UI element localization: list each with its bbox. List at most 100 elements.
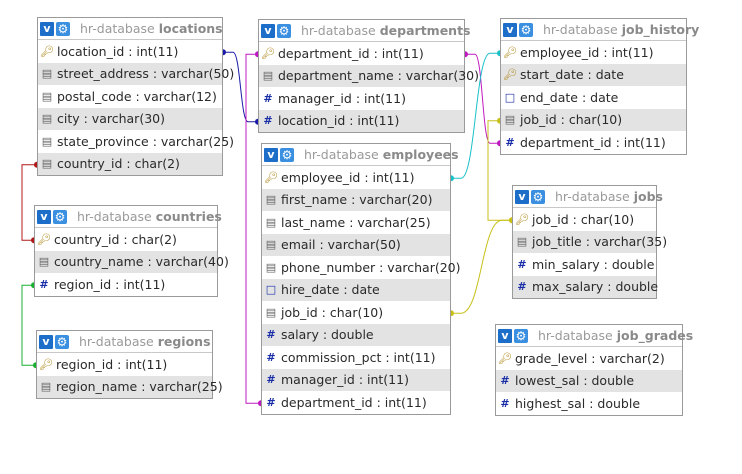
relation-line[interactable] — [487, 120, 512, 221]
table-header[interactable]: v⚙hr-database locations — [38, 18, 223, 40]
gear-icon[interactable]: ⚙ — [280, 147, 294, 162]
column-row[interactable]: # location_id : int(11) — [259, 109, 464, 132]
column-row[interactable]: 🔑︎country_id : char(2) — [35, 228, 217, 251]
toggle-icon[interactable]: v — [498, 328, 512, 343]
gear-icon[interactable]: ⚙ — [53, 209, 67, 224]
key-icon: 🔑︎ — [503, 68, 517, 82]
column-row[interactable]: #lowest_sal : double — [496, 369, 682, 392]
toggle-icon[interactable]: v — [37, 209, 51, 224]
table-departments[interactable]: v⚙ hr-database departments 🔑︎department_id… — [258, 19, 479, 133]
column-row[interactable]: ▤city : varchar(30) — [38, 107, 222, 130]
column-row[interactable]: #commission_pct : int(11) — [262, 346, 450, 369]
gear-icon[interactable]: ⚙ — [519, 22, 533, 37]
toggle-icon[interactable]: v — [264, 147, 278, 162]
relation-line[interactable] — [451, 219, 512, 314]
column-row[interactable]: ▤last_name : varchar(25) — [262, 211, 450, 234]
table-header[interactable]: v⚙ hr-database departments — [259, 20, 470, 42]
numeric-field-icon: # — [266, 350, 276, 364]
column-row[interactable]: ▤postal_code : varchar(12) — [38, 85, 222, 108]
relation-line[interactable] — [223, 51, 258, 123]
table-header[interactable]: v⚙hr-database job_history — [501, 19, 699, 41]
table-header[interactable]: v⚙hr-database jobs — [513, 186, 663, 208]
column-label: department_id : int(11) — [520, 134, 666, 150]
column-label: hire_date : date — [281, 282, 380, 298]
toggle-icon[interactable]: v — [503, 22, 517, 37]
column-row[interactable]: ▤phone_number : varchar(20) — [262, 256, 461, 279]
text-field-icon: ▤ — [41, 112, 53, 126]
column-label: postal_code : varchar(12) — [57, 88, 217, 104]
text-field-icon: ▤ — [40, 380, 52, 394]
relation-line[interactable] — [451, 52, 500, 179]
column-row[interactable]: #salary : double — [262, 323, 450, 346]
table-employees[interactable]: v⚙ hr-database employees 🔑︎employee_id : i… — [261, 143, 461, 415]
column-row[interactable]: 🔑︎start_date : date — [501, 63, 686, 86]
key-icon: 🔑︎ — [264, 170, 278, 184]
column-row[interactable]: ▤state_province : varchar(25) — [38, 130, 234, 153]
toggle-icon[interactable]: v — [261, 23, 275, 38]
column-row[interactable]: 🔑︎grade_level : varchar(2) — [496, 347, 682, 370]
column-label: department_id : int(11) — [281, 394, 427, 410]
column-row[interactable]: ▤first_name : varchar(20) — [262, 188, 450, 211]
column-row[interactable]: ▤country_id : char(2) — [38, 152, 222, 175]
column-label: location_id : int(11) — [278, 113, 400, 129]
relation-line[interactable] — [21, 284, 36, 366]
column-row[interactable]: #min_salary : double — [513, 253, 656, 276]
column-row[interactable]: 🔑︎location_id : int(11) — [38, 40, 222, 63]
column-row[interactable]: #department_id : int(11) — [262, 391, 450, 414]
relation-line[interactable] — [245, 53, 261, 404]
relation-line[interactable] — [465, 53, 500, 144]
column-label: job_id : char(10) — [532, 211, 635, 227]
column-row[interactable]: ▤job_title : varchar(35) — [513, 230, 667, 253]
table-locations[interactable]: v⚙hr-database locations🔑︎location_id : i… — [37, 17, 234, 176]
key-icon: 🔑︎ — [503, 45, 517, 59]
toggle-icon[interactable]: v — [40, 21, 54, 36]
table-title: hr-database regions — [79, 334, 211, 349]
table-header[interactable]: v⚙ hr-database regions — [37, 331, 212, 353]
relation-line[interactable] — [21, 164, 37, 241]
table-db-name: hr-database — [543, 22, 618, 37]
toggle-icon[interactable]: v — [39, 334, 53, 349]
column-row[interactable]: ▤country_name : varchar(40) — [35, 250, 229, 273]
numeric-field-icon: # — [500, 374, 510, 388]
column-row[interactable]: #department_id : int(11) — [501, 131, 686, 154]
column-row[interactable]: □hire_date : date — [262, 278, 450, 301]
column-row[interactable]: 🔑︎employee_id : int(11) — [501, 41, 686, 64]
table-title: hr-database departments — [301, 23, 470, 38]
column-row[interactable]: □end_date : date — [501, 86, 686, 109]
column-row[interactable]: 🔑︎department_id : int(11) — [259, 42, 464, 65]
table-job-grades[interactable]: v⚙hr-database job_grades🔑︎grade_level : … — [495, 324, 693, 416]
column-row[interactable]: #manager_id : int(11) — [262, 368, 450, 391]
column-label: email : varchar(50) — [281, 237, 401, 253]
gear-icon[interactable]: ⚙ — [514, 328, 528, 343]
toggle-icon[interactable]: v — [515, 189, 529, 204]
column-row[interactable]: 🔑︎employee_id : int(11) — [262, 166, 450, 189]
table-jobs[interactable]: v⚙hr-database jobs🔑︎job_id : char(10)▤jo… — [512, 185, 667, 299]
numeric-field-icon: # — [263, 114, 273, 128]
gear-icon[interactable]: ⚙ — [56, 21, 70, 36]
column-row[interactable]: ▤street_address : varchar(50) — [38, 62, 234, 85]
column-row[interactable]: #highest_sal : double — [496, 392, 682, 415]
column-row[interactable]: ▤email : varchar(50) — [262, 233, 450, 256]
column-row[interactable]: #region_id : int(11) — [35, 273, 217, 296]
gear-icon[interactable]: ⚙ — [55, 334, 69, 349]
column-row[interactable]: ▤region_name : varchar(25) — [37, 375, 223, 398]
column-row[interactable]: ▤job_id : char(10) — [262, 301, 450, 324]
table-countries[interactable]: v⚙hr-database countries🔑︎country_id : ch… — [34, 205, 229, 297]
column-row[interactable]: #max_salary : double — [513, 275, 658, 298]
table-name: departments — [379, 23, 471, 38]
table-title: hr-database employees — [304, 147, 459, 162]
table-header[interactable]: v⚙ hr-database employees — [262, 144, 459, 166]
text-field-icon: ▤ — [41, 134, 53, 148]
column-label: job_id : char(10) — [520, 112, 623, 128]
column-row[interactable]: #manager_id : int(11) — [259, 87, 464, 110]
gear-icon[interactable]: ⚙ — [277, 23, 291, 38]
column-row[interactable]: 🔑︎job_id : char(10) — [513, 208, 656, 231]
table-job-history[interactable]: v⚙hr-database job_history🔑︎employee_id :… — [500, 18, 699, 155]
table-regions[interactable]: v⚙ hr-database regions 🔑︎region_id : int(1… — [36, 330, 223, 399]
table-header[interactable]: v⚙hr-database countries — [35, 206, 222, 228]
table-header[interactable]: v⚙hr-database job_grades — [496, 325, 693, 347]
gear-icon[interactable]: ⚙ — [531, 189, 545, 204]
column-row[interactable]: ▤department_name : varchar(30) — [259, 64, 479, 87]
column-row[interactable]: 🔑︎region_id : int(11) — [37, 353, 212, 376]
column-row[interactable]: ▤job_id : char(10) — [501, 108, 686, 131]
